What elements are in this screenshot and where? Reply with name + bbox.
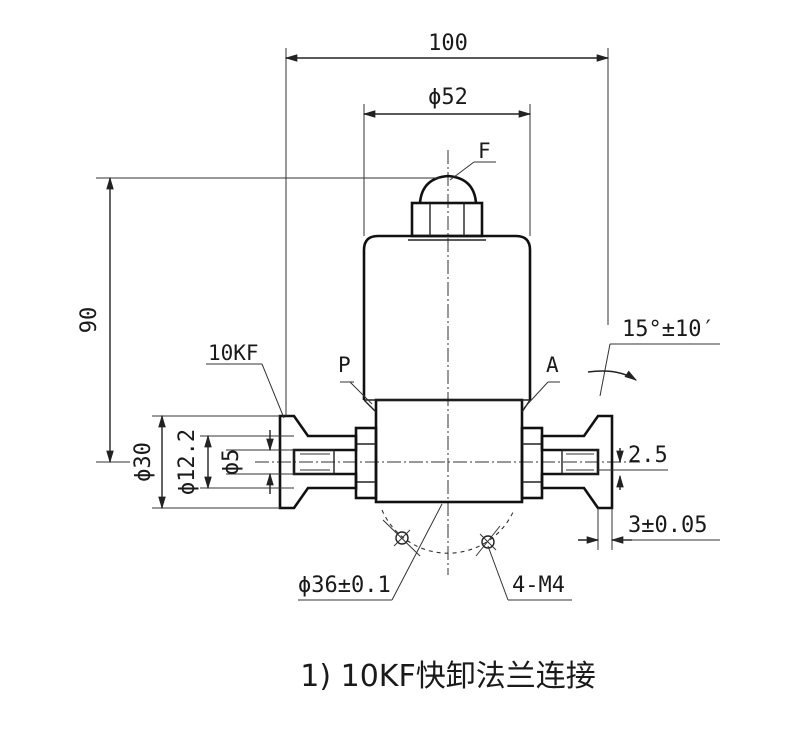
dim-taper-angle: 15°±10′ — [587, 317, 720, 397]
flange-thickness-label: 3±0.05 — [628, 513, 707, 538]
port-a-label: A — [546, 353, 559, 377]
height-label: 90 — [77, 307, 102, 334]
port-p-label: P — [338, 353, 351, 377]
dim-groove-depth: 2.5 — [598, 443, 668, 490]
fitting-f — [408, 174, 486, 241]
flange-diameter-label: ϕ30 — [131, 442, 156, 482]
groove-depth-label: 2.5 — [628, 443, 668, 468]
dim-bore-diameter: ϕ12.2 — [175, 429, 294, 495]
dim-height: 90 — [77, 176, 440, 464]
fitting-f-label: F — [478, 139, 491, 163]
bolt-circle-label: ϕ36±0.1 — [298, 573, 391, 598]
fitting-f-leader: F — [449, 139, 496, 181]
flange-type-label: 10KF — [208, 341, 259, 365]
bolt-circle — [381, 509, 515, 557]
flange-type-leader: 10KF — [206, 341, 285, 419]
taper-angle-label: 15°±10′ — [622, 317, 715, 342]
dim-inner-diameter: ϕ5 — [219, 430, 294, 494]
caption: 1) 10KF快卸法兰连接 — [300, 659, 595, 694]
valve-lower-block — [363, 398, 531, 504]
port-p-leader: P — [338, 353, 373, 405]
bolts-leader: 4-M4 — [487, 545, 572, 601]
dim-flange-thickness: 3±0.05 — [578, 508, 720, 550]
bolt-circle-leader: ϕ36±0.1 — [298, 503, 443, 601]
dim-flange-diameter: ϕ30 — [131, 414, 280, 510]
overall-width-label: 100 — [428, 31, 468, 56]
bore-diameter-label: ϕ12.2 — [175, 429, 200, 495]
body-diameter-label: ϕ52 — [428, 85, 468, 110]
center-lines — [255, 150, 640, 575]
port-a-leader: A — [523, 353, 560, 409]
inner-diameter-label: ϕ5 — [219, 449, 244, 476]
dim-body-diameter: ϕ52 — [362, 85, 532, 236]
port-nuts — [354, 426, 544, 500]
bolts-label: 4-M4 — [512, 573, 565, 598]
dim-overall-width: 100 — [284, 31, 610, 416]
valve-coil-housing — [362, 234, 532, 400]
